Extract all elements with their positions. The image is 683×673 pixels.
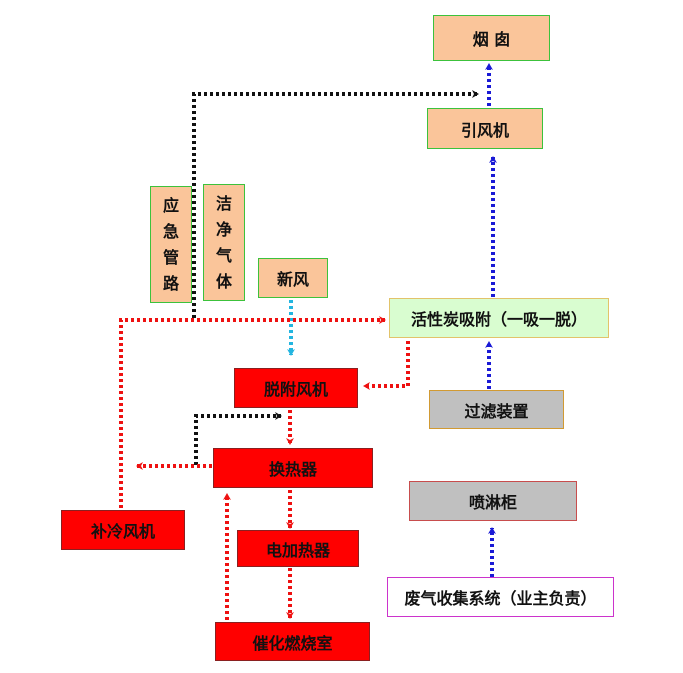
flow-heat-exchanger-bypass — [194, 412, 282, 465]
emergency-pipe-char: 急 — [162, 221, 179, 241]
chimney-box: 烟 囱 — [433, 15, 550, 61]
cooling-fan-box: 补冷风机 — [61, 510, 185, 550]
heat-exchanger-box: 换热器 — [213, 448, 373, 488]
emergency-pipe-box: 应 急 管 路 — [150, 186, 192, 303]
emergency-pipe-char: 路 — [162, 273, 179, 293]
clean-gas-char: 气 — [215, 245, 232, 265]
clean-gas-char: 体 — [215, 271, 232, 291]
carbon-adsorption-box: 活性炭吸附（一吸一脱） — [389, 298, 609, 338]
spray-tower-box: 喷淋柜 — [409, 481, 577, 521]
desorption-fan-box: 脱附风机 — [234, 368, 358, 408]
fresh-air-box: 新风 — [258, 258, 328, 298]
electric-heater-box: 电加热器 — [237, 530, 359, 567]
emergency-pipe-char: 应 — [162, 195, 179, 215]
clean-gas-box: 洁 净 气 体 — [203, 184, 245, 301]
waste-gas-collection-box: 废气收集系统（业主负责） — [387, 577, 614, 617]
flow-cooling-to-adsorption — [119, 316, 386, 508]
filter-device-box: 过滤装置 — [429, 390, 564, 429]
flow-adsorption-to-desorption-fan — [363, 341, 410, 390]
clean-gas-char: 洁 — [215, 193, 232, 213]
induced-fan-box: 引风机 — [427, 108, 543, 149]
emergency-pipe-char: 管 — [162, 247, 179, 267]
clean-gas-char: 净 — [215, 219, 232, 239]
flow-emergency-to-induced-fan — [192, 90, 479, 318]
combustion-chamber-box: 催化燃烧室 — [215, 622, 370, 661]
